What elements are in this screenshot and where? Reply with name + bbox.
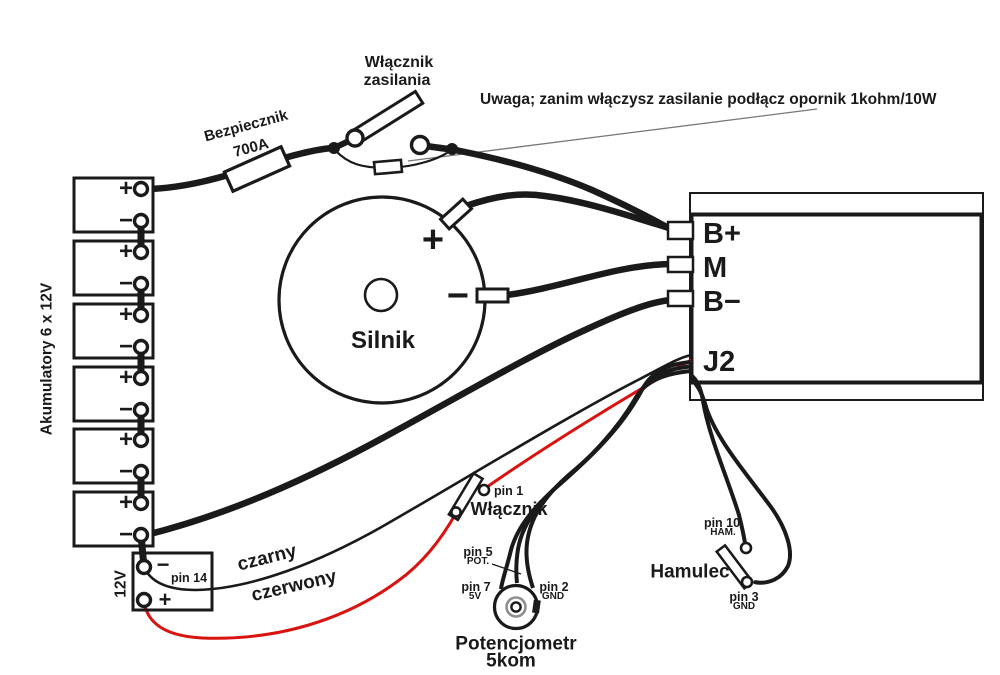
pot-ring (505, 596, 527, 618)
battery-5-plus-terminal (132, 431, 150, 449)
fuse-body (222, 144, 292, 194)
battery-2 (72, 239, 155, 297)
battery-3-plus: + (118, 301, 134, 328)
pot-name-label: Potencjometr (455, 633, 577, 655)
brake-pin3-label: pin 3 (729, 589, 759, 604)
battery-5-minus-terminal (132, 463, 150, 481)
motor-shaft (363, 277, 399, 313)
junction-dot-left (328, 142, 340, 154)
key-switch-pivot (450, 506, 462, 518)
pot-pin7-label: pin 7 (461, 579, 491, 594)
battery-3-plus-terminal (132, 306, 150, 324)
controller-bminus-tab (666, 289, 695, 308)
pot-shaft (510, 601, 522, 613)
pot-pin2-label: pin 2 (539, 579, 569, 594)
pot-pin2-fn-label: GND (541, 591, 565, 602)
brake-pin10-contact (739, 541, 753, 555)
pot-pin5-label: pin 5 (463, 544, 493, 559)
motor-plus-connector (438, 197, 474, 231)
pot-side-tab (532, 599, 541, 614)
battery-2-minus-terminal (132, 275, 150, 293)
controller-bplus-label: B+ (703, 218, 741, 250)
brake-pin3-fn-label: GND (732, 601, 756, 612)
resistor-body (372, 158, 404, 176)
battery-6-plus-terminal (132, 494, 150, 512)
battery-3-minus: − (118, 333, 134, 360)
battery-2-plus-terminal (132, 243, 150, 261)
wire-czarny-pin14 (142, 353, 692, 592)
battery-2-minus: − (118, 270, 134, 297)
battery-1-minus: − (118, 207, 134, 234)
power-switch-contact (409, 134, 431, 156)
battery-1-plus: + (118, 175, 134, 202)
wire-pot-right (524, 360, 692, 589)
controller-m-tab (666, 255, 695, 274)
controller-bplus-tab (666, 220, 695, 241)
power-switch-label-1: Włącznik (364, 54, 434, 71)
aux-battery-plus: + (158, 587, 172, 612)
key-switch-label: Włącznik (470, 499, 548, 519)
key-switch-pin1-contact (477, 483, 491, 497)
battery-4-plus: + (118, 364, 134, 391)
brake-pin10-fn-label: HAM. (710, 527, 736, 538)
battery-1-plus-terminal (132, 180, 150, 198)
aux-battery-pin14-label: pin 14 (170, 570, 208, 585)
motor-label: Silnik (350, 327, 416, 354)
pot-value-label: 5kom (486, 650, 536, 672)
aux-battery-voltage: 12V (112, 570, 130, 598)
brake-pin3-contact (740, 575, 754, 589)
battery-3-minus-terminal (132, 338, 150, 356)
battery-2-plus: + (118, 238, 134, 265)
aux-battery-plus-terminal (135, 591, 153, 609)
aux-battery-12v (131, 551, 214, 612)
controller-bminus-label: B− (703, 286, 741, 318)
key-switch-pin1-label: pin 1 (494, 484, 524, 498)
wire-brake-pin3 (689, 377, 792, 585)
wire-battery-negative-to-bminus (142, 296, 676, 539)
battery-4-plus-terminal (132, 369, 150, 387)
battery-4-minus: − (118, 396, 134, 423)
battery-1-minus-terminal (132, 212, 150, 230)
pot-pin7-fn-label: 5V (468, 591, 482, 602)
motor-minus-sign: − (446, 275, 470, 317)
controller-m-label: M (703, 252, 728, 284)
motor-plus-sign: + (421, 219, 445, 261)
wire-czerwony-battery-to-switch (142, 512, 458, 640)
power-switch-pivot (345, 128, 365, 148)
battery-bank-label: Akumulatory 6 x 12V (38, 282, 56, 436)
battery-4-minus-terminal (132, 401, 150, 419)
power-switch-label-2: zasilania (363, 72, 431, 89)
battery-6-plus: + (118, 489, 134, 516)
battery-5-minus: − (118, 458, 134, 485)
wire-motor-plus-to-bplus (462, 191, 676, 233)
wire-motor-minus-to-m (503, 260, 676, 299)
motor-minus-connector (475, 287, 510, 304)
aux-battery-minus-terminal (135, 558, 153, 576)
battery-6-minus: − (118, 521, 134, 548)
controller-body-box (689, 212, 984, 385)
battery-5-plus: + (118, 426, 134, 453)
brake-label: Hamulec (650, 561, 730, 583)
aux-battery-minus: − (156, 552, 170, 577)
pot-pin5-fn-label: POT. (466, 556, 490, 567)
junction-dot-right (446, 143, 458, 155)
controller-j2-label: J2 (703, 346, 736, 378)
note-text: Uwaga; zanim włączysz zasilanie podłącz … (480, 91, 937, 108)
battery-6-minus-terminal (132, 526, 150, 544)
brake-pin10-label: pin 10 (703, 515, 741, 530)
